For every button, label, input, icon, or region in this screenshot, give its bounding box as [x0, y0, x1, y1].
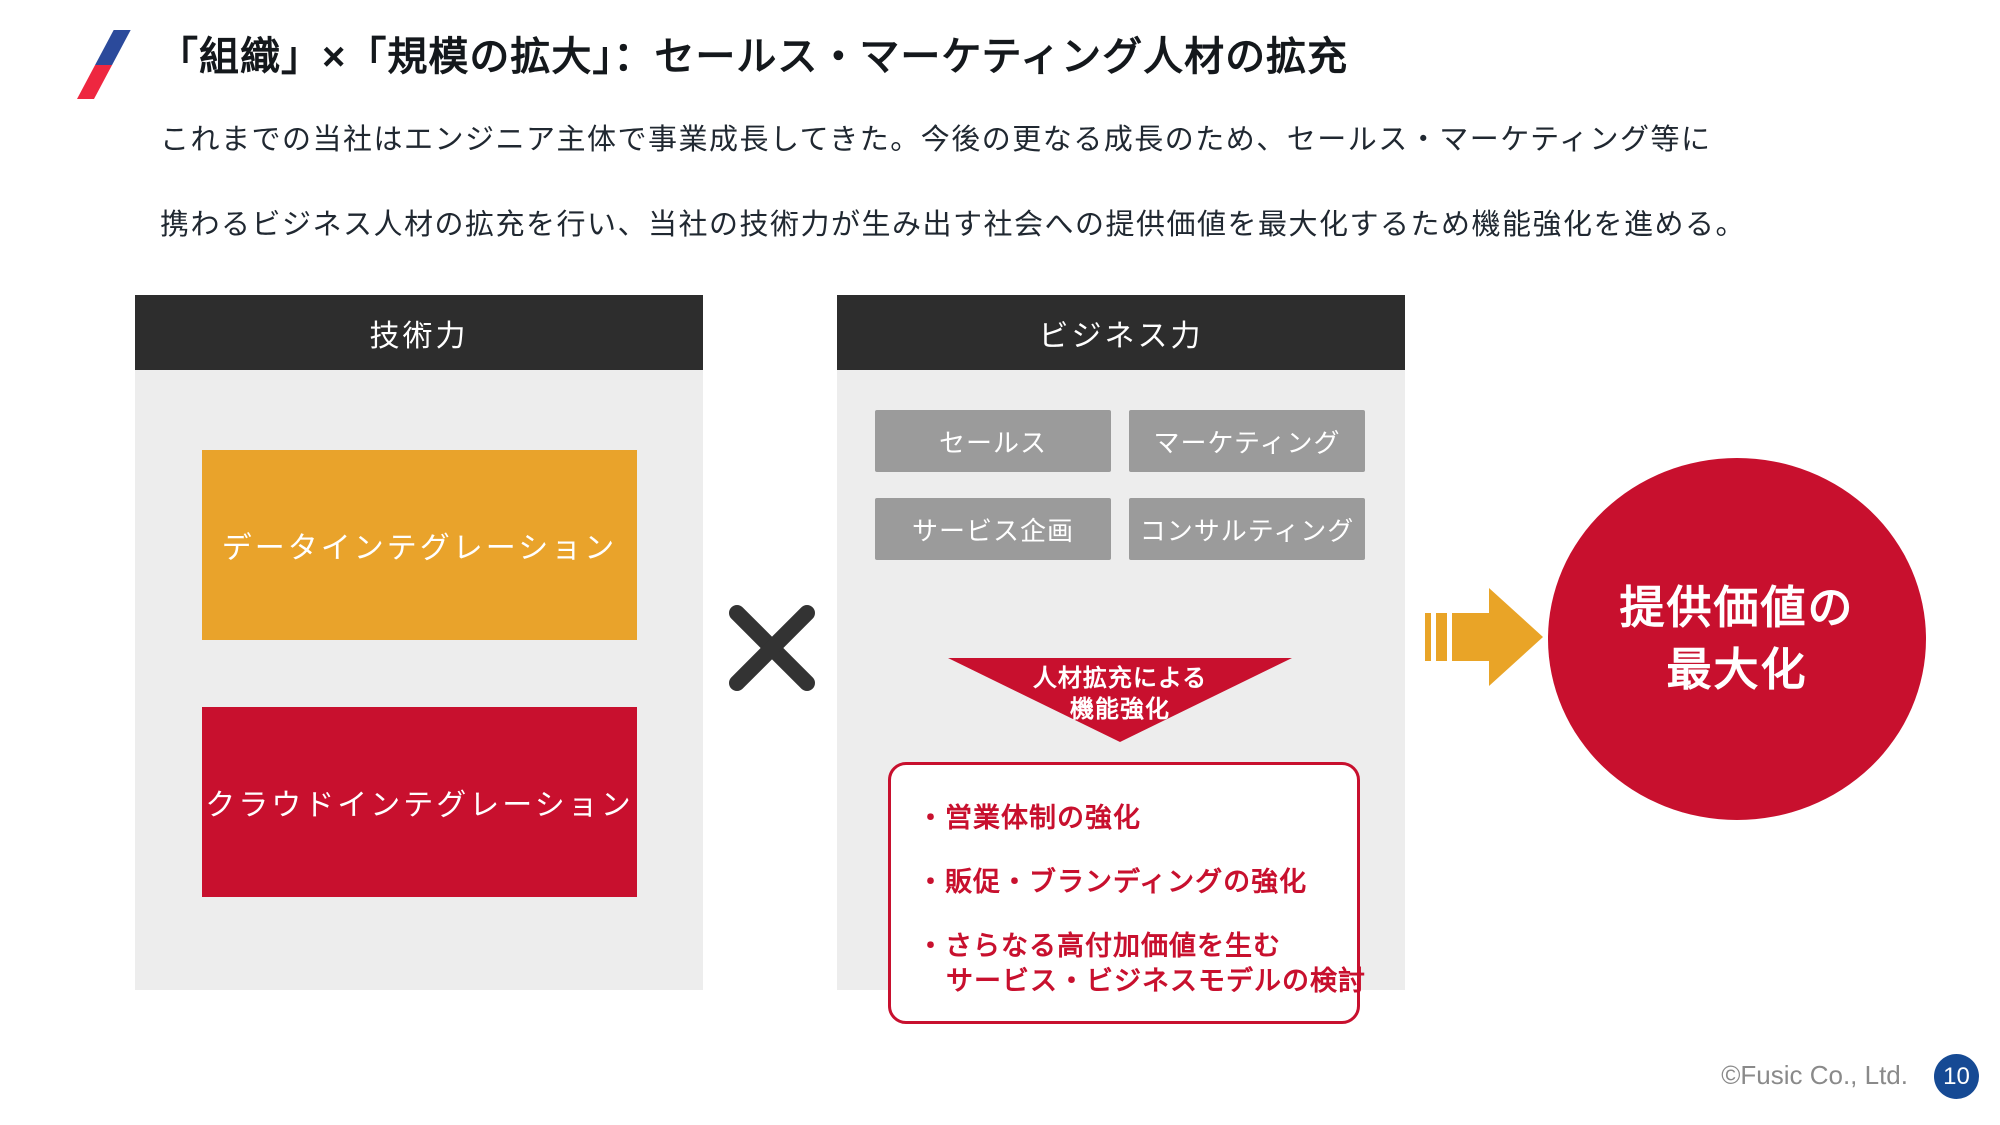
tech-panel-body: データインテグレーション クラウドインテグレーション [135, 370, 703, 990]
circle-label-line-2: 最大化 [1666, 644, 1808, 695]
initiative-2-line-1: ・販促・ブランディングの強化 [917, 867, 1308, 897]
logo-red-segment [77, 64, 113, 99]
initiative-item: ・販促・ブランディングの強化 [917, 865, 1357, 900]
tech-panel-header: 技術力 [135, 295, 703, 370]
value-maximization-circle: 提供価値の 最大化 [1548, 458, 1926, 820]
initiative-item: ・さらなる高付加価値を生む サービス・ビジネスモデルの検討 [917, 929, 1366, 999]
service-planning-chip: サービス企画 [875, 498, 1111, 560]
cloud-integration-box: クラウドインテグレーション [202, 707, 637, 897]
page-number-badge: 10 [1934, 1054, 1979, 1099]
sales-chip: セールス [875, 410, 1111, 472]
business-panel-body: セールス マーケティング サービス企画 コンサルティング 人材拡充による 機能強… [837, 370, 1405, 1024]
page-title: 「組織」×「規模の拡大」：セールス・マーケティング人材の拡充 [158, 35, 1349, 79]
tech-panel: 技術力 データインテグレーション クラウドインテグレーション [135, 295, 703, 990]
intro-paragraph: これまでの当社はエンジニア主体で事業成長してきた。今後の更なる成長のため、セール… [160, 98, 1746, 268]
initiative-3-line-2: サービス・ビジネスモデルの検討 [946, 966, 1366, 996]
data-integration-box: データインテグレーション [202, 450, 637, 640]
business-panel: ビジネス力 セールス マーケティング サービス企画 コンサルティング 人材拡充に… [837, 295, 1405, 1024]
intro-line-2: 携わるビジネス人材の拡充を行い、当社の技術力が生み出す社会への提供価値を最大化す… [160, 209, 1747, 241]
intro-line-1: これまでの当社はエンジニア主体で事業成長してきた。今後の更なる成長のため、セール… [160, 124, 1712, 156]
initiative-item: ・営業体制の強化 [917, 801, 1357, 836]
initiatives-box: ・営業体制の強化 ・販促・ブランディングの強化 ・さらなる高付加価値を生む サー… [888, 762, 1366, 1024]
initiative-1-line-1: ・営業体制の強化 [917, 803, 1141, 833]
company-logo-slash-icon [77, 30, 131, 99]
logo-blue-segment [95, 30, 131, 65]
business-function-grid: セールス マーケティング サービス企画 コンサルティング [875, 410, 1367, 560]
consulting-chip: コンサルティング [1129, 498, 1365, 560]
triangle-label: 人材拡充による 機能強化 [948, 663, 1292, 725]
circle-label-line-1: 提供価値の [1619, 582, 1855, 633]
initiative-3-line-1: ・さらなる高付加価値を生む [917, 931, 1281, 961]
reinforcement-triangle: 人材拡充による 機能強化 [948, 658, 1292, 742]
marketing-chip: マーケティング [1129, 410, 1365, 472]
triangle-label-line-1: 人材拡充による [1032, 665, 1208, 692]
triangle-label-line-2: 機能強化 [1070, 696, 1170, 723]
multiply-icon: × [722, 598, 822, 698]
right-arrow-icon [1425, 588, 1557, 686]
copyright-text: ©Fusic Co., Ltd. [1721, 1060, 1908, 1090]
business-panel-header: ビジネス力 [837, 295, 1405, 370]
